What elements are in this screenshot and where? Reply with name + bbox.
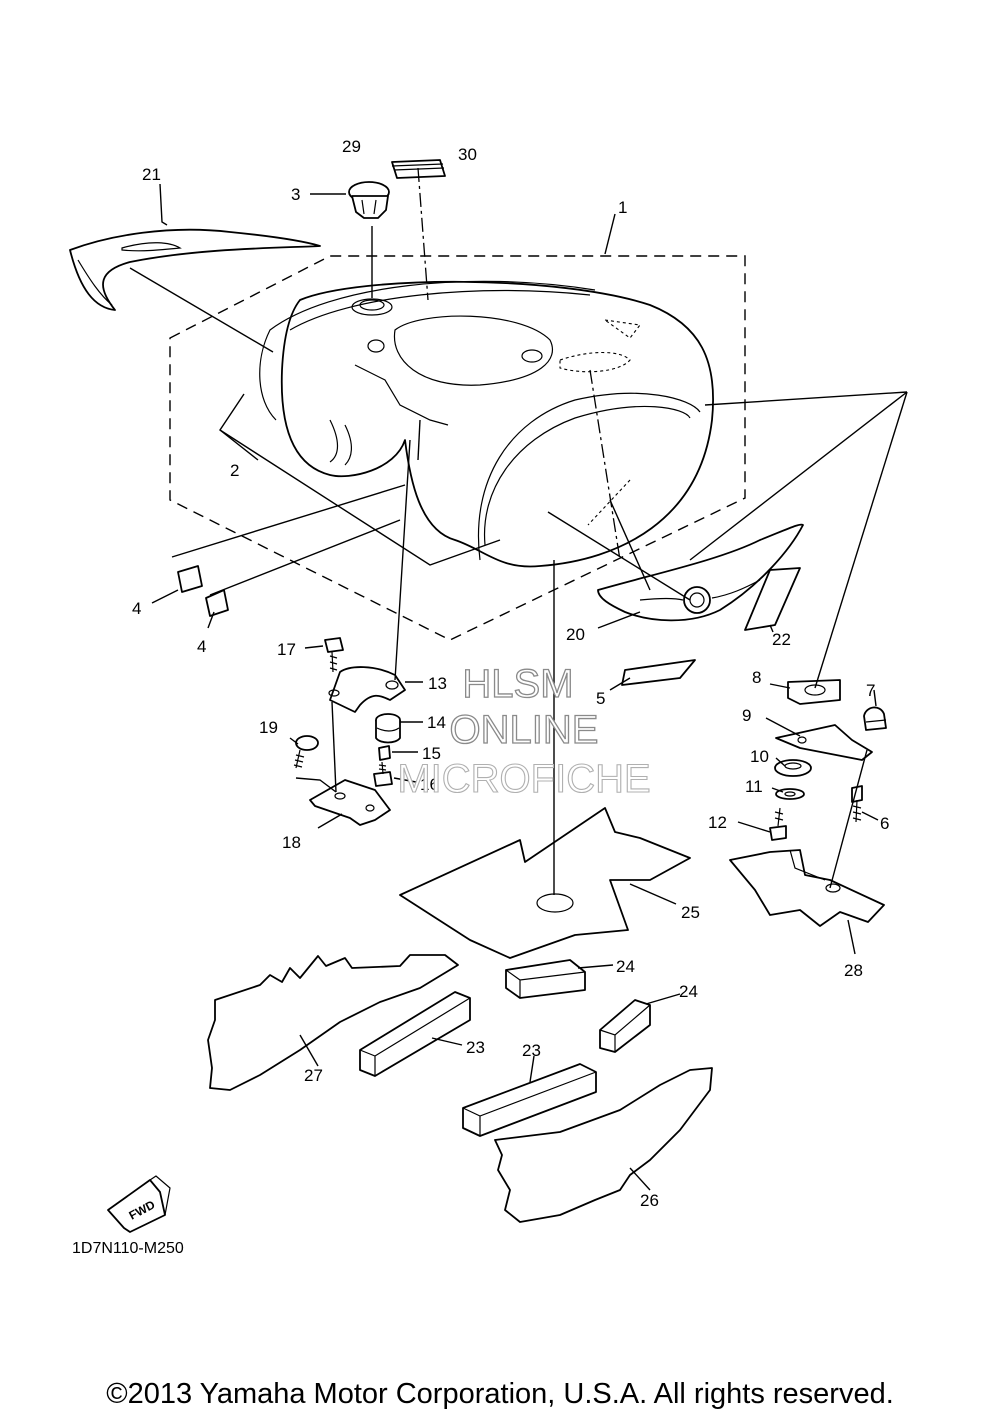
damper-23b: [462, 1063, 597, 1137]
label-19: 19: [259, 718, 278, 737]
label-4b: 4: [197, 637, 206, 656]
bracket-9: [775, 724, 873, 761]
cover-26: [494, 1067, 713, 1223]
damper-4b: [205, 589, 229, 617]
collar-15: [378, 745, 391, 761]
watermark-line-1: HLSM: [462, 662, 573, 706]
label-28: 28: [844, 961, 863, 980]
heat-protector-25: [399, 807, 691, 959]
screw-16: [373, 761, 393, 787]
copyright-notice: ©2013 Yamaha Motor Corporation, U.S.A. A…: [106, 1378, 894, 1410]
label-9: 9: [742, 706, 751, 725]
label-14: 14: [427, 713, 446, 732]
label-21: 21: [142, 165, 161, 184]
bolt-17: [324, 637, 344, 673]
fuel-tank: [259, 280, 714, 568]
damper-24a: [505, 959, 586, 999]
bolt-19: [293, 735, 319, 769]
label-1: 1: [618, 198, 627, 217]
damper-23a: [359, 991, 471, 1077]
label-29: 29: [342, 137, 361, 156]
diagram-code: 1D7N110-M250: [72, 1240, 184, 1257]
label-6: 6: [880, 814, 889, 833]
forward-arrow-icon: FWD: [107, 1175, 171, 1233]
bolt-12: [769, 807, 787, 841]
label-26: 26: [640, 1191, 659, 1210]
label-11: 11: [745, 777, 763, 796]
label-17: 17: [277, 640, 296, 659]
label-2: 2: [230, 461, 239, 480]
damper-8: [787, 679, 841, 705]
label-24b: 24: [679, 982, 698, 1001]
label-5: 5: [596, 689, 605, 708]
assembly-outline: [169, 255, 746, 641]
label-13: 13: [428, 674, 447, 693]
collar-10: [774, 759, 812, 777]
label-7: 7: [866, 681, 875, 700]
watermark-line-3: MICROFICHE: [397, 757, 650, 801]
label-12: 12: [708, 813, 727, 832]
label-30: 30: [458, 145, 477, 164]
bracket-13: [328, 666, 406, 713]
label-25: 25: [681, 903, 700, 922]
bracket-28: [729, 849, 885, 927]
bracket-18: [309, 779, 391, 826]
cover-27: [207, 954, 459, 1091]
decal-22: [744, 567, 801, 631]
label-16: 16: [420, 775, 439, 794]
label-15: 15: [422, 744, 441, 763]
emblem-left: [69, 228, 321, 311]
damper-14: [375, 713, 401, 744]
watermark: HLSM ONLINE MICROFICHE: [397, 661, 651, 801]
damper-4a: [177, 565, 203, 593]
part-number-labels: 1 2 3 4 4 5 6 7 8 9 10 11 12 13 14 15 16…: [132, 137, 889, 1210]
label-3: 3: [291, 185, 300, 204]
label-23a: 23: [466, 1038, 485, 1057]
stud-6: [851, 785, 863, 823]
label-24a: 24: [616, 957, 635, 976]
label-22: 22: [772, 630, 791, 649]
label-10: 10: [750, 747, 769, 766]
fuel-cap: [348, 181, 390, 219]
watermark-line-2: ONLINE: [450, 708, 599, 752]
label-8: 8: [752, 668, 761, 687]
nut-7: [863, 706, 887, 731]
label-27: 27: [304, 1066, 323, 1085]
label-20: 20: [566, 625, 585, 644]
leader-lines: [129, 167, 908, 1191]
decal-5: [621, 659, 696, 686]
label-18: 18: [282, 833, 301, 852]
label-23b: 23: [522, 1041, 541, 1060]
label-4a: 4: [132, 599, 141, 618]
